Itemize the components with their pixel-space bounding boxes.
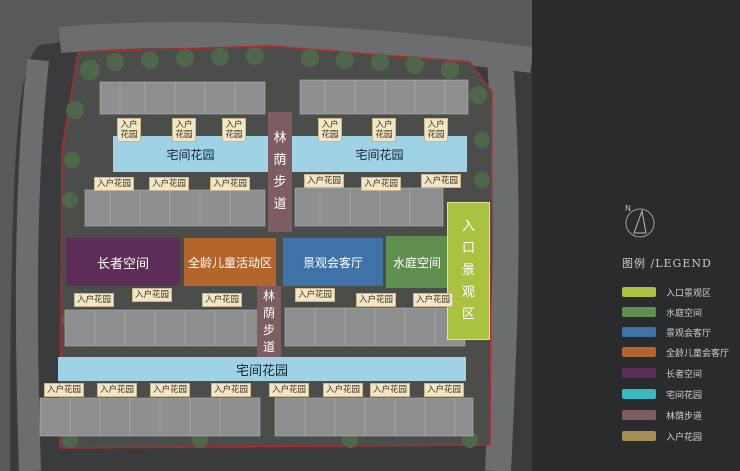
north-arrow-icon: N	[625, 204, 655, 238]
legend-item: 入户花园	[622, 429, 702, 443]
legend-label: 林荫步道	[666, 411, 703, 422]
site-plan-canvas	[0, 0, 532, 471]
garden-bottom: 宅间花园	[58, 357, 466, 381]
legend-swatch	[622, 368, 656, 378]
entry-garden-tag: 入户花园	[323, 383, 364, 397]
entry-garden-tag: 入户花园	[356, 293, 397, 307]
legend-item: 景观会客厅	[622, 325, 711, 339]
entry-garden-tag: 入户花园	[202, 293, 243, 307]
walkway-bottom-char: 道	[262, 340, 275, 354]
legend-item: 全龄儿童会客厅	[622, 345, 729, 359]
legend-item: 长者空间	[622, 366, 702, 380]
entry-garden-tag: 入户花园	[318, 118, 342, 142]
legend-swatch	[622, 287, 656, 297]
entry-garden-tag: 入户花园	[150, 383, 191, 397]
legend-item: 入口景观区	[622, 285, 711, 299]
legend-title: 图例 /LEGEND	[622, 257, 712, 270]
entry-garden-tag: 入户花园	[370, 383, 411, 397]
entry-garden-tag: 入户花园	[132, 288, 173, 302]
walkway-top-char: 林	[273, 131, 287, 146]
garden-bottom-label: 宅间花园	[235, 363, 288, 379]
entry-garden-tag: 入户花园	[295, 288, 336, 302]
legend-label: 全龄儿童会客厅	[666, 348, 730, 359]
entry-garden-tag: 入户花园	[424, 383, 465, 397]
children-area: 全龄儿童活动区	[184, 238, 276, 286]
walkway-bottom-char: 荫	[262, 306, 275, 320]
entry-garden-tag: 入户花园	[210, 177, 251, 191]
entry-garden-tag: 入户花园	[372, 118, 396, 142]
legend-swatch	[622, 389, 656, 399]
garden-top-left: 宅间花园	[113, 136, 268, 172]
entry-garden-tag: 入户花园	[117, 118, 141, 142]
walkway-top-char: 步	[273, 175, 287, 190]
garden-top-right: 宅间花园	[292, 136, 467, 172]
entry-garden-tag: 入户花园	[222, 118, 246, 142]
entry-garden-tag: 入户花园	[361, 177, 402, 191]
legend-swatch	[622, 410, 656, 420]
entry-garden-tag: 入户花园	[149, 177, 190, 191]
entry-garden-tag: 入户花园	[413, 293, 454, 307]
entrance-landscape-zone: 入 口 景 观 区	[447, 202, 490, 340]
svg-text:N: N	[625, 204, 631, 213]
walkway-top-char: 道	[273, 197, 287, 212]
children-area-label: 全龄儿童活动区	[187, 255, 272, 270]
entry-garden-tag: 入户花园	[304, 174, 345, 188]
entry-garden-tag: 入户花园	[424, 118, 448, 142]
entry-garden-tag: 入户花园	[269, 383, 310, 397]
legend-label: 宅间花园	[666, 390, 703, 401]
entry-garden-tag: 入户花园	[97, 383, 138, 397]
legend-swatch	[622, 307, 656, 317]
legend-item: 林荫步道	[622, 408, 702, 422]
entrance-char: 入	[461, 219, 475, 234]
entrance-char: 观	[461, 285, 475, 300]
walkway-bottom-char: 林	[262, 289, 275, 303]
water-court-label: 水庭空间	[392, 255, 441, 270]
legend-label: 长者空间	[666, 369, 703, 380]
entrance-char: 景	[461, 263, 475, 278]
legend-label: 景观会客厅	[666, 328, 712, 339]
garden-top-right-label: 宅间花园	[355, 147, 404, 162]
water-court: 水庭空间	[386, 236, 448, 288]
garden-top-left-label: 宅间花园	[166, 147, 215, 162]
walkway-top-char: 荫	[273, 153, 287, 168]
walkway-bottom: 林 荫 步 道	[257, 286, 281, 358]
entrance-char: 口	[461, 241, 475, 256]
walkway-bottom-char: 步	[262, 323, 275, 337]
legend-swatch	[622, 347, 656, 357]
entry-garden-tag: 入户花园	[74, 293, 115, 307]
elder-space: 长者空间	[66, 238, 180, 286]
entry-garden-tag: 入户花园	[421, 174, 462, 188]
elder-space-label: 长者空间	[96, 256, 149, 272]
legend-swatch	[622, 327, 656, 337]
legend-label: 入口景观区	[666, 288, 712, 299]
entrance-char: 区	[461, 307, 475, 322]
entry-garden-tag: 入户花园	[94, 177, 135, 191]
legend-item: 宅间花园	[622, 387, 702, 401]
legend-swatch	[622, 431, 656, 441]
landscape-lounge: 景观会客厅	[283, 238, 383, 286]
entry-garden-tag: 入户花园	[211, 383, 252, 397]
legend-label: 入户花园	[666, 432, 703, 443]
entry-garden-tag: 入户花园	[44, 383, 85, 397]
walkway-top: 林 荫 步 道	[268, 112, 292, 232]
entry-garden-tag: 入户花园	[172, 118, 196, 142]
legend-label: 水庭空间	[666, 308, 703, 319]
landscape-lounge-label: 景观会客厅	[302, 255, 363, 270]
legend-item: 水庭空间	[622, 305, 702, 319]
